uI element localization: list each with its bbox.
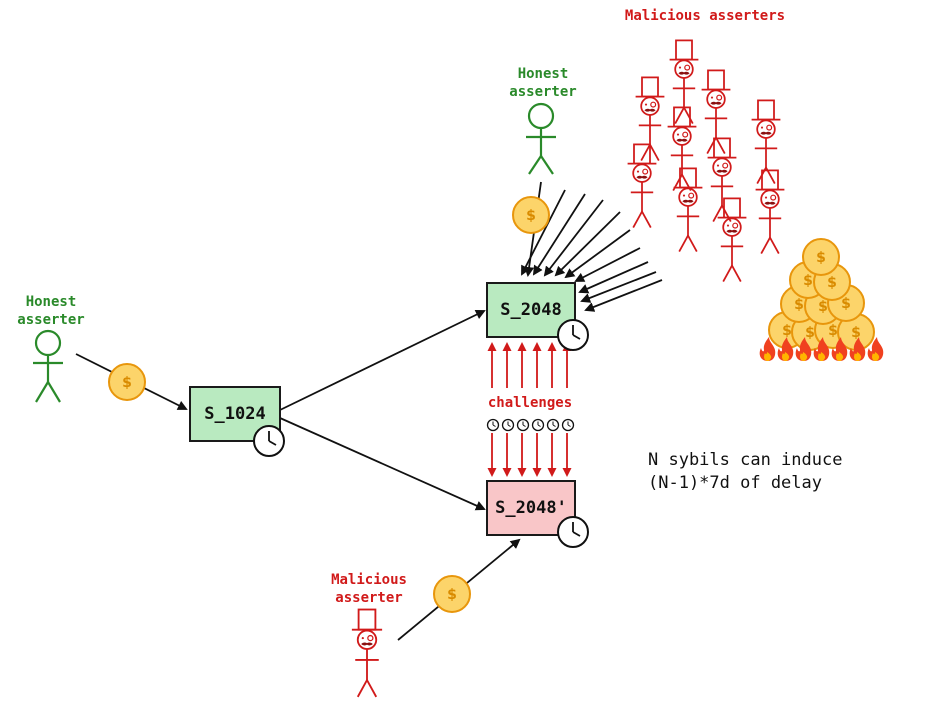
malicious-asserters-label: Malicious asserters	[624, 8, 786, 24]
coin-pile: $ $ $ $ $ $ $ $ $ $	[768, 238, 875, 351]
malicious-asserter-bottom-label: Malicious asserter	[331, 572, 407, 606]
honest-asserter-top-label: Honest asserter	[509, 66, 577, 100]
node-s2048-prime-label: S_2048'	[495, 498, 567, 518]
clock-icon	[557, 319, 589, 351]
svg-text:$: $	[782, 323, 792, 339]
svg-text:$: $	[851, 325, 861, 341]
honest-asserter-top-figure	[526, 102, 556, 175]
challenges-label: challenges	[487, 395, 573, 411]
clock-icon	[253, 425, 285, 457]
svg-text:$: $	[794, 297, 804, 313]
coin-honest-left: $	[108, 363, 146, 401]
coin-malicious: $	[433, 575, 471, 613]
clock-icon	[557, 516, 589, 548]
sybil-delay-note: N sybils can induce (N-1)*7d of delay	[648, 450, 843, 493]
edge-s1024-to-s2048-prime	[279, 417, 486, 511]
node-s2048-label: S_2048	[500, 300, 562, 320]
coin-honest-top: $	[512, 196, 550, 234]
honest-asserter-left-label: Honest asserter	[17, 294, 85, 328]
svg-text:$: $	[805, 325, 815, 341]
challenge-arrows-down	[487, 433, 572, 477]
svg-text:$: $	[816, 250, 826, 266]
coin-dollar-symbol: $	[447, 587, 457, 603]
svg-text:$: $	[841, 296, 851, 312]
challenge-arrows-up	[487, 342, 572, 388]
svg-text:$: $	[803, 273, 813, 289]
node-s1024-label: S_1024	[204, 404, 266, 424]
svg-text:$: $	[818, 299, 828, 315]
coin-dollar-symbol: $	[526, 208, 536, 224]
coin-dollar-symbol: $	[122, 375, 132, 391]
sybil-arrows	[521, 189, 663, 312]
edge-s1024-to-s2048	[279, 309, 486, 411]
svg-text:$: $	[828, 323, 838, 339]
honest-asserter-left-figure	[33, 329, 63, 403]
svg-text:$: $	[827, 275, 837, 291]
